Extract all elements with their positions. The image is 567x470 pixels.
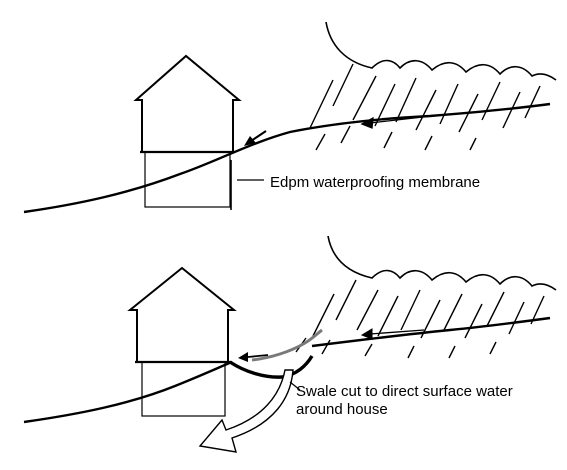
ground-line-bottom-right <box>311 316 551 348</box>
water-arrow-bottom-far-head <box>360 328 373 340</box>
swale-label-line-1: Swale cut to direct surface water <box>296 383 513 400</box>
swale-cut <box>229 355 314 379</box>
water-arrow-bottom-far <box>369 329 425 335</box>
water-arrow-top-near <box>250 130 267 142</box>
diversion-arrow <box>198 369 294 453</box>
storm-cloud-bottom <box>327 235 557 291</box>
membrane-label: Edpm waterproofing membrane <box>270 174 481 191</box>
panel-after <box>23 235 557 453</box>
house-roof-top <box>133 54 242 153</box>
storm-cloud-top <box>325 21 557 81</box>
rain-top <box>309 63 541 151</box>
water-arrow-top-far-head <box>360 116 374 129</box>
ground-line-bottom <box>23 360 233 424</box>
water-arrow-bottom-near-head <box>238 352 248 362</box>
water-arrow-top-far <box>369 115 433 124</box>
swale-water <box>251 328 323 362</box>
rain-bottom <box>295 279 545 359</box>
swale-label: Swale cut to direct surface water around… <box>296 383 513 419</box>
water-arrow-bottom-near <box>247 354 269 358</box>
panel-before <box>23 21 557 214</box>
swale-label-line-2: around house <box>296 401 388 418</box>
house-roof-bottom <box>127 266 237 363</box>
water-arrow-top-near-head <box>244 136 256 146</box>
ground-line-top <box>23 102 551 214</box>
swale-leader <box>289 381 301 391</box>
